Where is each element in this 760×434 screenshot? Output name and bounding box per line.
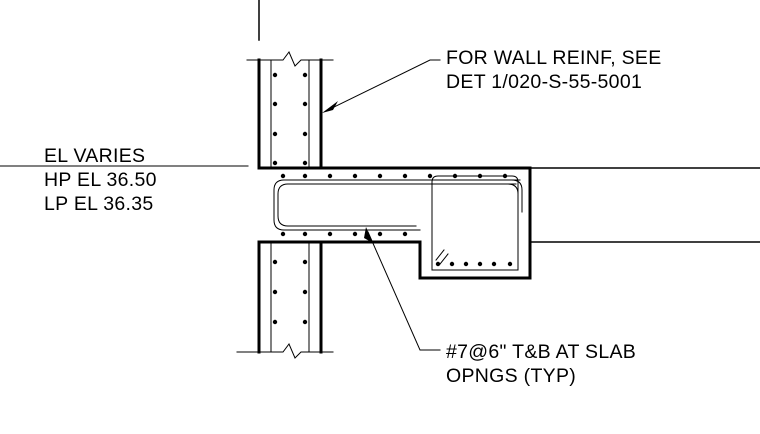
wall-reinforcement-note: FOR WALL REINF, SEE DET 1/020-S-55-5001 [446,46,662,94]
elevation-note-line-3: LP EL 36.35 [44,193,154,215]
elevation-note-line-1: EL VARIES [44,145,146,167]
leader-arrowheads [322,101,373,243]
wall-reinforcement-note-line-1: FOR WALL REINF, SEE [446,47,662,69]
elevation-note-line-2: HP EL 36.50 [44,169,157,191]
slab-reinforcement [273,175,523,271]
lower-wall [257,240,323,354]
slab-outline [257,166,760,280]
rebar-dots [272,72,513,325]
slab-opening-note-line-2: OPNGS (TYP) [446,365,577,387]
break-line-bottom [236,343,334,359]
slab-opening-note-line-1: #7@6" T&B AT SLAB [446,341,637,363]
upper-wall [257,58,323,170]
wall-reinforcement-note-line-2: DET 1/020-S-55-5001 [446,71,643,93]
slab-opening-note: #7@6" T&B AT SLAB OPNGS (TYP) [446,340,636,388]
break-line-top [246,51,334,67]
elevation-note: EL VARIES HP EL 36.50 LP EL 36.35 [44,144,157,216]
leader-lines [0,59,441,351]
